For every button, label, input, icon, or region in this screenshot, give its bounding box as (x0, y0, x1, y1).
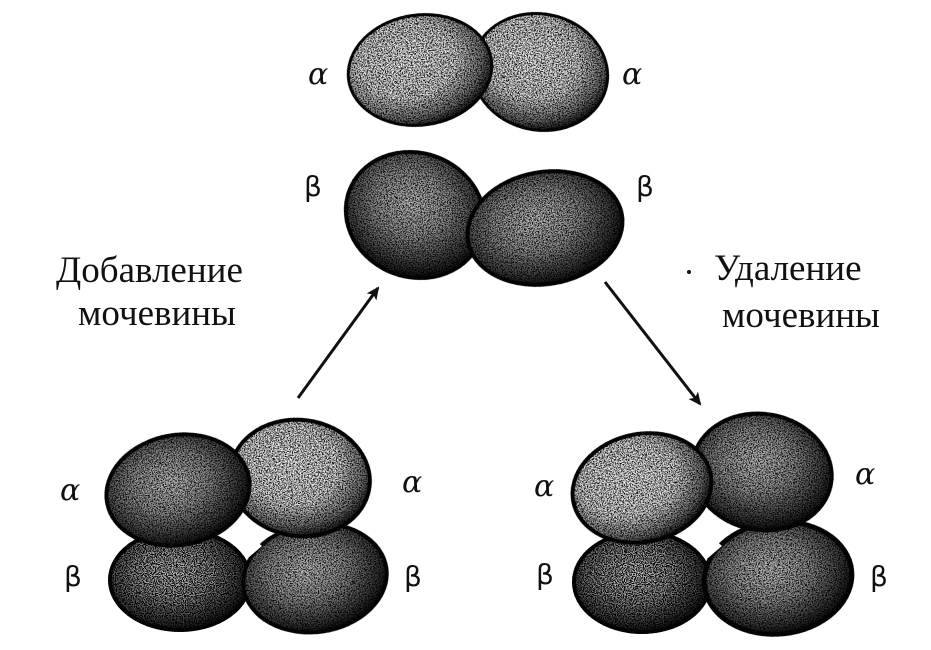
label-alpha-right-2: α (855, 457, 875, 492)
arrow-add-urea (296, 286, 380, 399)
label-beta-left-1: β (64, 560, 82, 593)
beta-subunit-right-left (572, 530, 712, 634)
label-beta-right-2: β (870, 560, 888, 593)
scan-speck (687, 270, 691, 274)
alpha-dimer-top (346, 12, 610, 132)
label-alpha-left-2: α (402, 465, 422, 500)
central-cavity-left (236, 534, 262, 558)
alpha-subunit-right-left (570, 431, 714, 545)
label-alpha-left-1: α (60, 473, 80, 508)
tetramer-left (104, 417, 389, 635)
caption-add-line2: мочевины (78, 293, 236, 334)
label-beta-left-2: β (404, 560, 422, 593)
alpha-subunit-left-upper (104, 432, 252, 548)
beta-subunit-top-right (465, 169, 625, 287)
label-beta-top-left: β (304, 170, 322, 203)
tetramer-right (570, 411, 855, 637)
label-alpha-top-right: α (622, 57, 642, 92)
label-alpha-right-1: α (534, 469, 554, 504)
label-beta-top-right: β (636, 170, 654, 203)
label-beta-right-1: β (536, 558, 554, 591)
alpha-subunit-top-left (346, 13, 494, 127)
caption-remove-line2: мочевины (722, 295, 880, 336)
beta-subunit-right-right (701, 519, 855, 637)
arrow-remove-urea (603, 281, 702, 406)
caption-add-line1: Добавление (56, 250, 243, 291)
central-cavity-right (696, 534, 722, 558)
label-alpha-top-left: α (308, 57, 328, 92)
beta-dimer-top (343, 150, 625, 287)
caption-remove-line1: Удаление (714, 248, 862, 289)
